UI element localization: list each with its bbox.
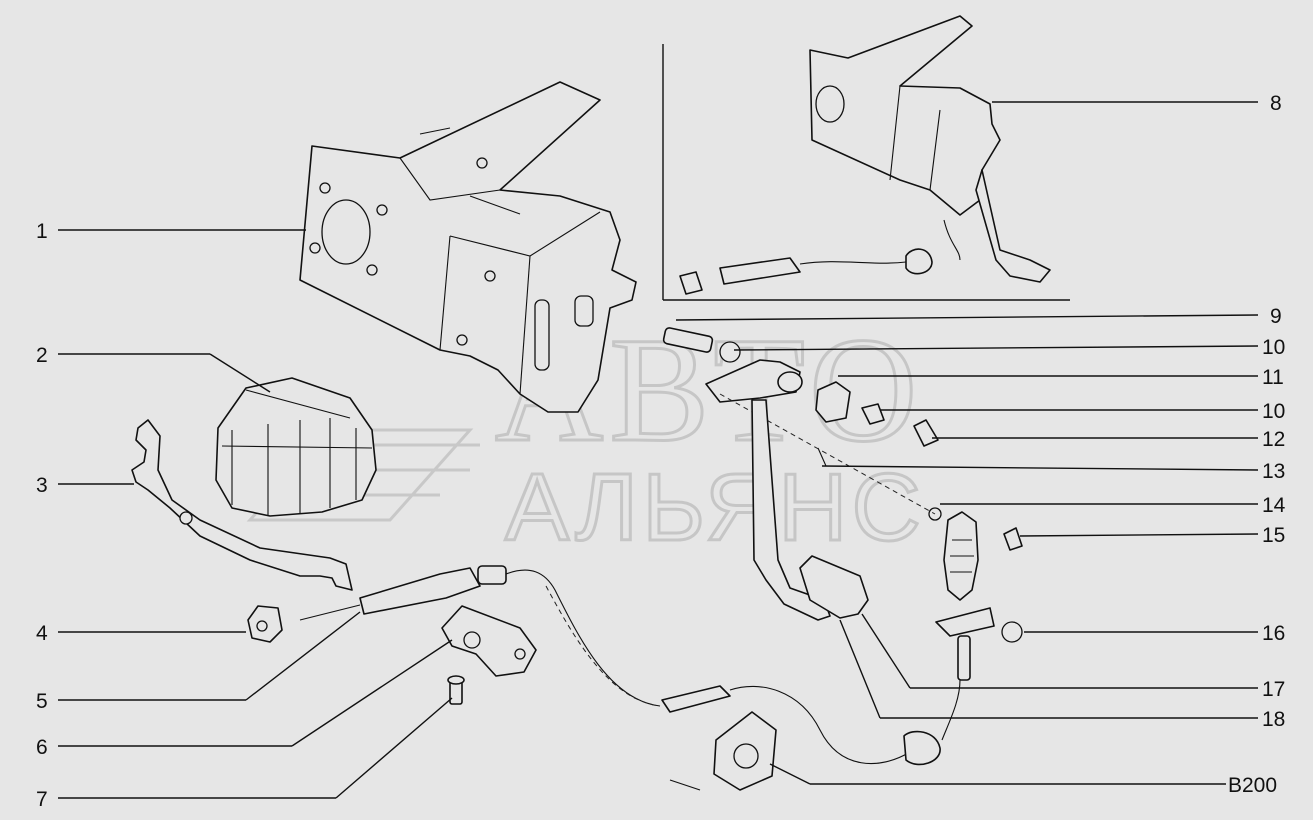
pivot-group xyxy=(662,327,1023,551)
inset-assembly xyxy=(679,15,1051,295)
bolt-small xyxy=(447,675,465,705)
callout-8: 8 xyxy=(1270,92,1282,115)
callout-3: 3 xyxy=(36,474,48,497)
watermark-line-2: АЛЬЯНС xyxy=(505,454,925,561)
pedal-bracket xyxy=(299,81,637,413)
callout-10b: 10 xyxy=(1262,400,1285,423)
cable-bracket xyxy=(441,605,537,677)
callout-b200: B200 xyxy=(1228,774,1277,797)
callout-7: 7 xyxy=(36,788,48,811)
callout-16: 16 xyxy=(1262,622,1285,645)
hose-bracket xyxy=(661,685,941,791)
clutch-fork xyxy=(131,419,353,591)
callout-12: 12 xyxy=(1262,428,1285,451)
callout-15: 15 xyxy=(1262,524,1285,547)
callout-4: 4 xyxy=(36,622,48,645)
rubber-boot xyxy=(215,377,377,517)
callout-2: 2 xyxy=(36,344,48,367)
callout-14: 14 xyxy=(1262,494,1286,517)
callout-5: 5 xyxy=(36,690,48,713)
callout-17: 17 xyxy=(1262,678,1285,701)
clip xyxy=(247,605,283,643)
right-callouts: 8 9 10 11 10 12 13 14 15 16 17 18 B200 xyxy=(1228,92,1286,797)
left-callouts: 1 2 3 4 5 6 7 xyxy=(36,220,48,811)
inset-frame xyxy=(662,44,1070,301)
pedal-arm xyxy=(751,399,1023,741)
callout-6: 6 xyxy=(36,736,48,759)
callout-10a: 10 xyxy=(1262,336,1285,359)
callout-1: 1 xyxy=(36,220,48,243)
clutch-cable xyxy=(299,565,661,707)
callout-18: 18 xyxy=(1262,708,1285,731)
callout-11: 11 xyxy=(1262,366,1284,389)
callout-9: 9 xyxy=(1270,305,1282,328)
callout-13: 13 xyxy=(1262,460,1285,483)
leader-lines xyxy=(58,101,1259,799)
